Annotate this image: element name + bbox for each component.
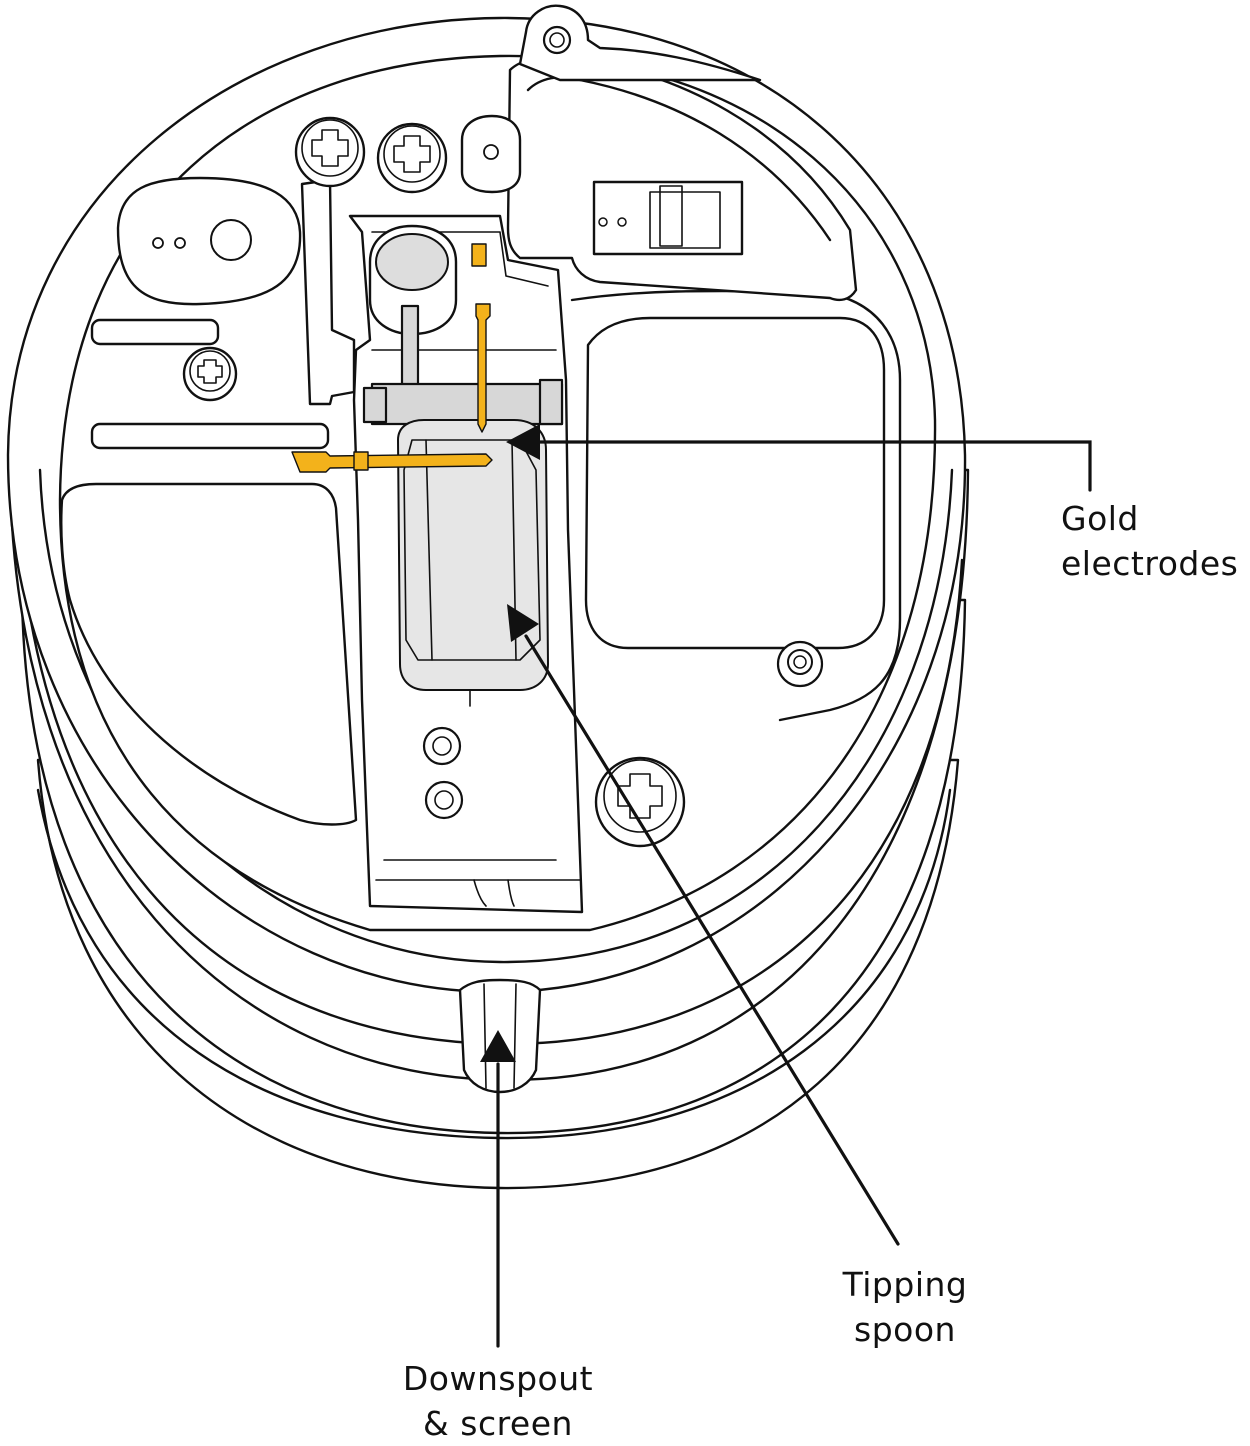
post-top-right: [460, 114, 522, 194]
label-downspout-screen-line2: & screen: [423, 1404, 573, 1443]
left-components: [90, 176, 356, 450]
spoon-assembly: [348, 214, 584, 914]
label-gold-electrodes-line1: Gold: [1061, 499, 1139, 538]
leader-downspout: [480, 1030, 516, 1348]
label-gold-electrodes-line2: electrodes: [1061, 544, 1239, 583]
screw-top-center: [376, 122, 448, 194]
label-gold-electrodes: Gold electrodes: [1061, 496, 1238, 586]
grommet-right: [776, 640, 824, 688]
screw-top-left: [294, 116, 366, 188]
label-downspout-screen-line1: Downspout: [402, 1359, 594, 1398]
leader-tipping-spoon: [507, 604, 900, 1246]
gold-electrodes: [291, 243, 493, 473]
screw-bottom-right: [594, 756, 686, 848]
label-tipping-spoon-line2: spoon: [854, 1310, 956, 1349]
label-downspout-screen: Downspout & screen: [378, 1356, 618, 1446]
screws: [182, 114, 824, 848]
leader-gold-electrodes: [506, 424, 1092, 492]
screw-left: [182, 346, 238, 402]
label-tipping-spoon: Tipping spoon: [805, 1262, 1005, 1352]
label-tipping-spoon-line1: Tipping: [842, 1265, 968, 1304]
